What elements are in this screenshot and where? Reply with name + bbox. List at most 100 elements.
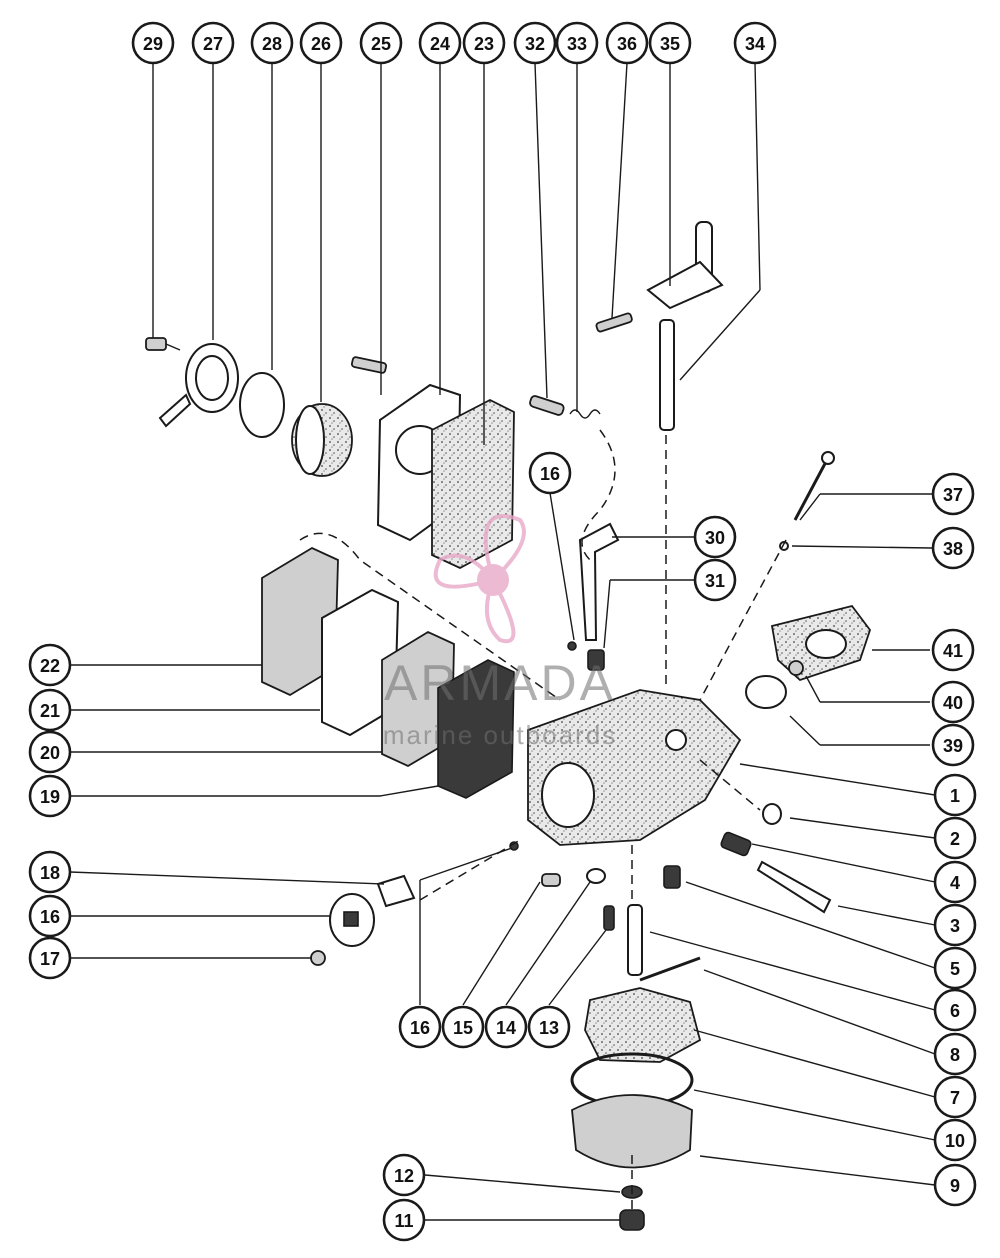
callout-2: 2 (933, 816, 977, 860)
callout-19: 18 (28, 850, 72, 894)
callout-30-label: 29 (143, 34, 163, 54)
callout-38-label: 37 (943, 485, 963, 505)
callout-16-upper-label: 16 (540, 464, 560, 484)
needle-valve-6-drawing (627, 904, 643, 976)
plate-40-drawing (745, 675, 787, 709)
o-ring-2-drawing (762, 803, 782, 825)
callout-9: 9 (933, 1163, 977, 1207)
callout-33: 32 (513, 21, 557, 65)
callout-8: 8 (933, 1032, 977, 1076)
callout-23: 22 (28, 643, 72, 687)
callout-22: 21 (28, 688, 72, 732)
gasket-29-drawing (239, 372, 285, 438)
spring-32-drawing (587, 649, 605, 671)
callout-25-label: 24 (430, 34, 450, 54)
callout-17-label: 16 (40, 907, 60, 927)
callout-6-label: 6 (950, 1001, 960, 1021)
filter-screen-27-drawing (291, 403, 353, 477)
callout-11-label: 11 (394, 1211, 413, 1231)
clamp-19-drawing (376, 874, 416, 908)
callout-16-lower-label: 16 (410, 1018, 430, 1038)
callout-28-label: 27 (203, 34, 223, 54)
callout-7-label: 7 (950, 1088, 960, 1108)
callout-9-label: 9 (950, 1176, 960, 1196)
callout-21: 20 (28, 730, 72, 774)
callout-29-label: 28 (262, 34, 282, 54)
callout-33-label: 32 (525, 34, 545, 54)
callout-34: 33 (555, 21, 599, 65)
bowl-9-drawing (571, 1094, 693, 1169)
callout-39: 38 (931, 526, 975, 570)
callout-8-label: 8 (950, 1045, 960, 1065)
screw-30-drawing (145, 337, 181, 351)
spring-5-drawing (663, 865, 681, 889)
watermark-tagline: marine outboards (383, 720, 617, 750)
filter-cover-28-drawing (158, 343, 239, 428)
plug-16-upper-drawing (567, 641, 577, 651)
armada-watermark: ARMADA marine outboards (383, 514, 617, 750)
pin-8-drawing (639, 956, 701, 982)
callout-6: 6 (933, 988, 977, 1032)
float-7-drawing (584, 987, 702, 1063)
callout-11: 11 (382, 1198, 426, 1242)
callout-27: 26 (299, 21, 343, 65)
callout-25: 24 (418, 21, 462, 65)
callout-35-label: 34 (745, 34, 765, 54)
parts-drawing (145, 221, 872, 1231)
callout-5-label: 5 (950, 959, 960, 979)
callout-2-label: 2 (950, 829, 960, 849)
callout-39-label: 38 (943, 539, 963, 559)
callout-31-label: 30 (705, 528, 725, 548)
callout-10-label: 10 (945, 1131, 965, 1151)
callout-15: 15 (441, 1005, 485, 1049)
callout-bubbles: 29 27 28 26 25 24 23 32 33 36 35 34 16 3… (28, 21, 977, 1242)
callout-1-label: 1 (950, 786, 960, 806)
callout-32: 31 (693, 558, 737, 602)
needle-38-drawing (793, 457, 830, 521)
callout-18: 17 (28, 936, 72, 980)
callout-20-label: 19 (40, 787, 60, 807)
spring-34-drawing (569, 409, 601, 419)
callout-15-label: 15 (453, 1018, 473, 1038)
callout-5: 5 (933, 946, 977, 990)
callout-18-label: 17 (40, 949, 60, 969)
callout-32-label: 31 (705, 571, 725, 591)
callout-31: 30 (693, 515, 737, 559)
callout-42: 41 (931, 628, 975, 672)
callout-13-label: 13 (539, 1018, 559, 1038)
callout-3-label: 3 (950, 916, 960, 936)
callout-17: 16 (28, 894, 72, 938)
callout-10: 10 (933, 1118, 977, 1162)
screw-26-drawing (350, 356, 388, 374)
callout-29: 28 (250, 21, 294, 65)
callout-16-upper: 16 (528, 451, 572, 495)
callout-7: 7 (933, 1075, 977, 1119)
callout-40-label: 39 (943, 736, 963, 756)
callout-19-label: 18 (40, 863, 60, 883)
callout-36-label: 35 (660, 34, 680, 54)
callout-38: 37 (931, 472, 975, 516)
callout-28: 27 (191, 21, 235, 65)
callout-1: 1 (933, 773, 977, 817)
callout-36: 35 (648, 21, 692, 65)
needle-3-drawing (756, 860, 832, 914)
callout-40: 39 (931, 723, 975, 767)
callout-12: 12 (382, 1153, 426, 1197)
callout-4-label: 4 (950, 873, 960, 893)
callout-12-label: 12 (394, 1166, 414, 1186)
callout-37: 36 (605, 21, 649, 65)
spring-4-drawing (720, 831, 752, 857)
callout-35: 34 (733, 21, 777, 65)
screw-33-drawing (529, 395, 565, 416)
callout-30: 29 (131, 21, 175, 65)
callout-21-label: 20 (40, 743, 60, 763)
callout-24-label: 23 (474, 34, 494, 54)
lever-31-drawing (578, 522, 620, 641)
callout-27-label: 26 (311, 34, 331, 54)
carburetor-body-1-drawing (527, 689, 742, 846)
spring-13-drawing (603, 905, 615, 931)
screw-41-drawing (788, 660, 804, 676)
callout-24: 23 (462, 21, 506, 65)
callout-3: 3 (933, 903, 977, 947)
callout-16-lower: 16 (398, 1005, 442, 1049)
